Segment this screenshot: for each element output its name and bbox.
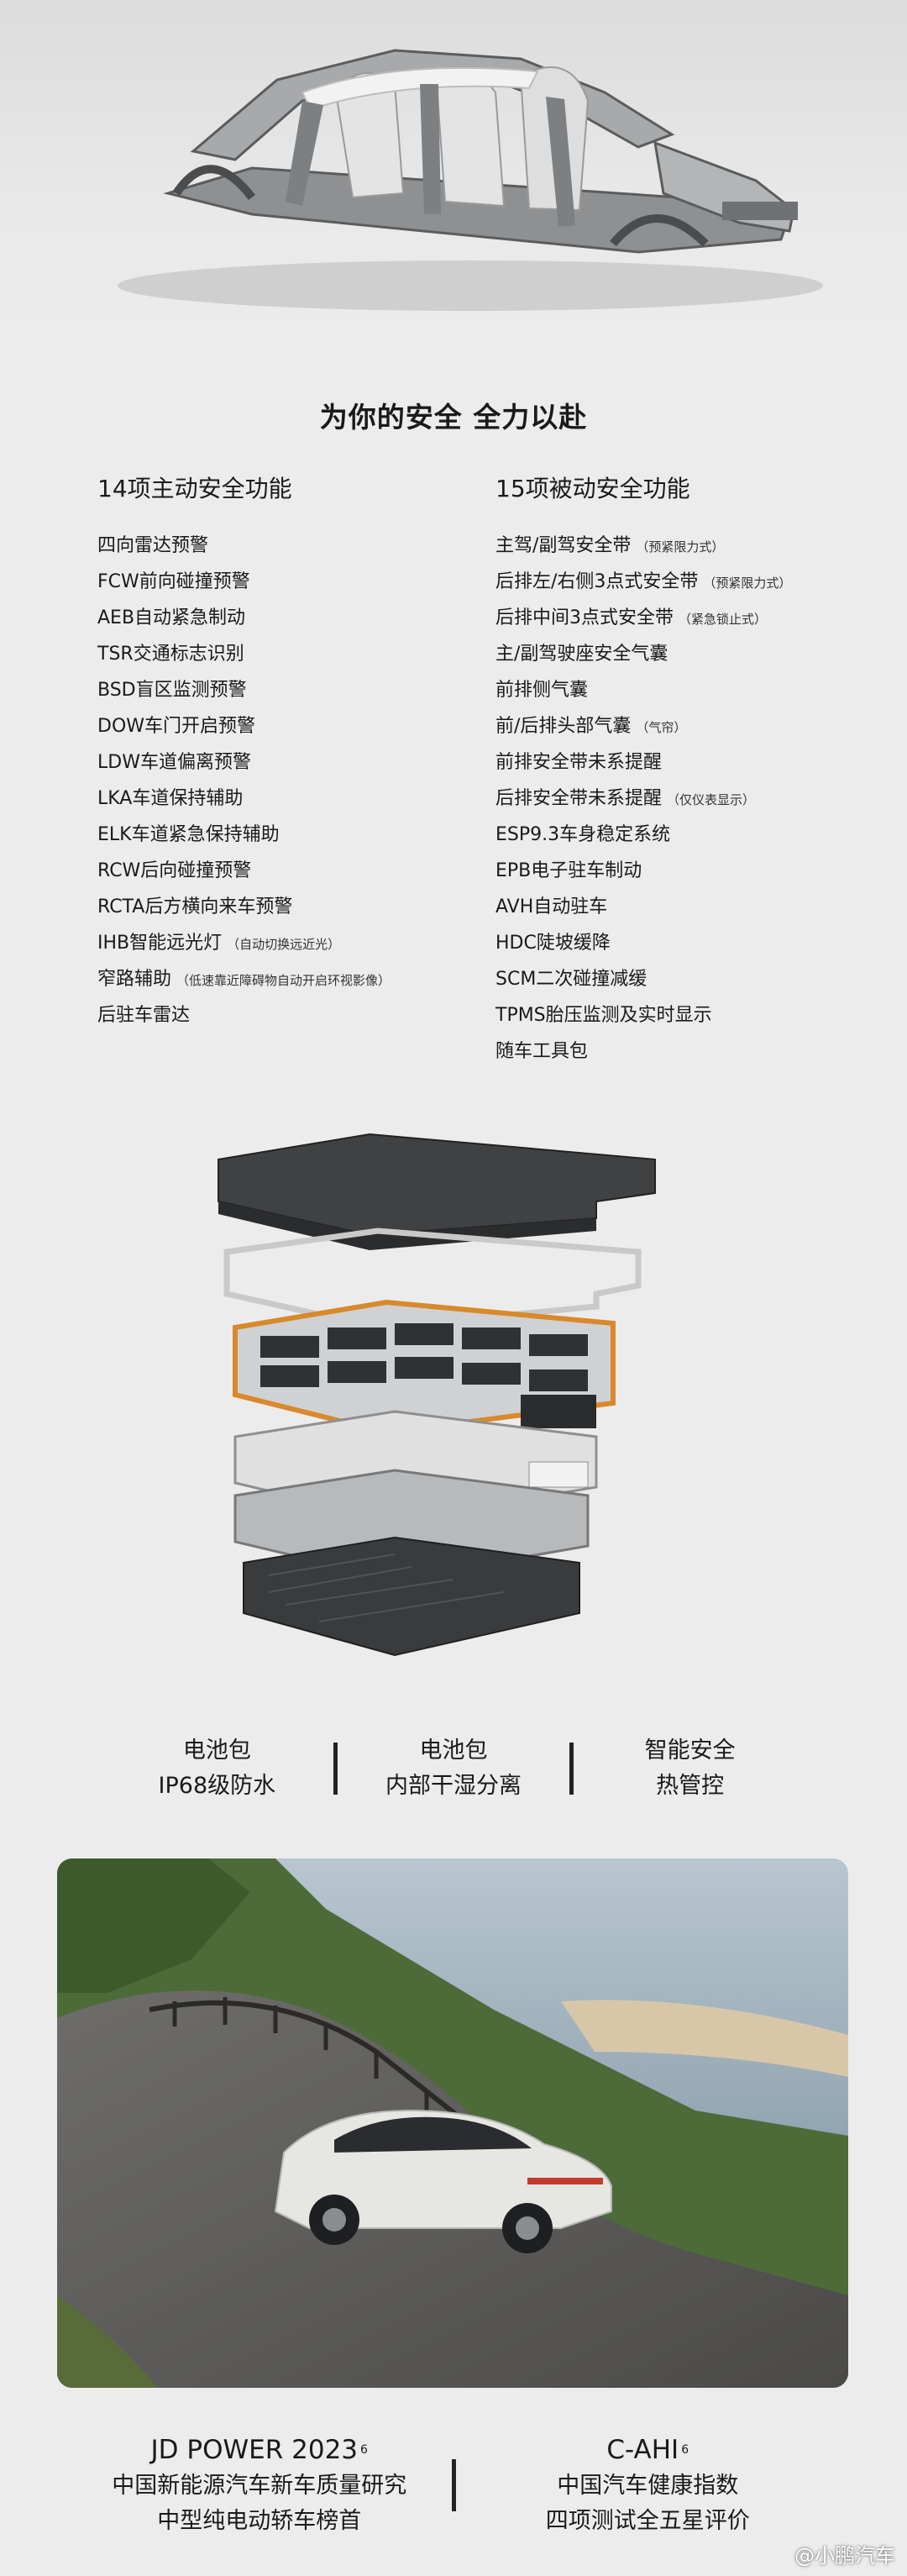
list-item: ESP9.3车身稳定系统 [495, 824, 671, 845]
car-coastal-road-photo [57, 1858, 848, 2388]
list-item: AEB自动紧急制动 [97, 607, 246, 628]
list-item: 主/副驾驶座安全气囊 [495, 644, 668, 665]
car-frame-graphic [118, 49, 823, 311]
list-item: SCM二次碰撞减缓 [495, 969, 647, 990]
divider [451, 2459, 456, 2511]
list-item: RCW后向碰撞预警 [97, 860, 252, 881]
item-note: （仅仪表显示） [667, 792, 756, 807]
passive-safety-title: 15项被动安全功能 [495, 475, 690, 502]
list-item: 随车工具包 [495, 1041, 589, 1062]
list-item: 后驻车雷达 [97, 1005, 191, 1026]
list-item: TPMS胎压监测及实时显示 [495, 1005, 712, 1026]
item-note: （预紧限力式） [703, 576, 792, 591]
list-item: DOW车门开启预警 [97, 716, 256, 737]
car-body-illustration [0, 0, 907, 353]
item-note: （自动切换远近光） [227, 937, 341, 952]
item-note: （气帘） [636, 720, 687, 735]
photo-scene-graphic [57, 1858, 848, 2388]
list-item: BSD盲区监测预警 [97, 680, 247, 701]
list-item: RCTA后方横向来车预警 [97, 896, 293, 917]
list-item: 主驾/副驾安全带（预紧限力式） [495, 535, 725, 556]
passive-safety-section: 15项被动安全功能 主驾/副驾安全带（预紧限力式） 后排左/右侧3点式安全带（预… [495, 471, 865, 1070]
watermark: @小鹏汽车 [794, 2544, 895, 2568]
feature-dry-wet-separation: 电池包 内部干湿分离 [385, 1737, 522, 1799]
passive-safety-list: 主驾/副驾安全带（预紧限力式） 后排左/右侧3点式安全带（预紧限力式） 后排中间… [495, 528, 865, 1070]
list-item: 窄路辅助（低速靠近障碍物自动开启环视影像） [97, 969, 391, 990]
list-item: EPB电子驻车制动 [495, 860, 642, 881]
page-headline: 为你的安全 全力以赴 [319, 401, 588, 434]
list-item: 前/后排头部气囊（气帘） [495, 716, 687, 737]
list-item: 前排侧气囊 [495, 680, 589, 701]
item-note: （低速靠近障碍物自动开启环视影像） [176, 973, 391, 988]
list-item: IHB智能远光灯（自动切换远近光） [97, 933, 341, 954]
item-note: （预紧限力式） [636, 539, 725, 555]
list-item: 前排安全带未系提醒 [495, 752, 663, 773]
feature-thermal-control: 智能安全 热管控 [644, 1737, 736, 1799]
list-item: 四向雷达预警 [97, 535, 209, 556]
battery-exploded-graphic [218, 1133, 656, 1657]
divider [569, 1743, 574, 1795]
list-item: 后排安全带未系提醒（仅仪表显示） [495, 788, 756, 809]
list-item: ELK车道紧急保持辅助 [97, 824, 280, 845]
list-item: LKA车道保持辅助 [97, 788, 244, 809]
battery-pack-illustration [202, 1126, 705, 1680]
list-item: TSR交通标志识别 [97, 644, 244, 665]
list-item: FCW前向碰撞预警 [97, 571, 250, 592]
divider [333, 1743, 338, 1795]
list-item: 后排中间3点式安全带（紧急锁止式） [495, 607, 768, 628]
battery-features-row: 电池包 IP68级防水 电池包 内部干湿分离 智能安全 热管控 [101, 1727, 806, 1811]
active-safety-list: 四向雷达预警 FCW前向碰撞预警 AEB自动紧急制动 TSR交通标志识别 BSD… [97, 528, 467, 1033]
list-item: AVH自动驻车 [495, 896, 608, 917]
list-item: HDC陡坡缓降 [495, 933, 611, 954]
active-safety-title: 14项主动安全功能 [97, 475, 292, 502]
list-item: LDW车道偏离预警 [97, 752, 251, 773]
active-safety-section: 14项主动安全功能 四向雷达预警 FCW前向碰撞预警 AEB自动紧急制动 TSR… [97, 471, 467, 1033]
item-note: （紧急锁止式） [679, 612, 768, 627]
list-item: 后排左/右侧3点式安全带（预紧限力式） [495, 571, 792, 592]
feature-waterproof: 电池包 IP68级防水 [158, 1737, 276, 1799]
